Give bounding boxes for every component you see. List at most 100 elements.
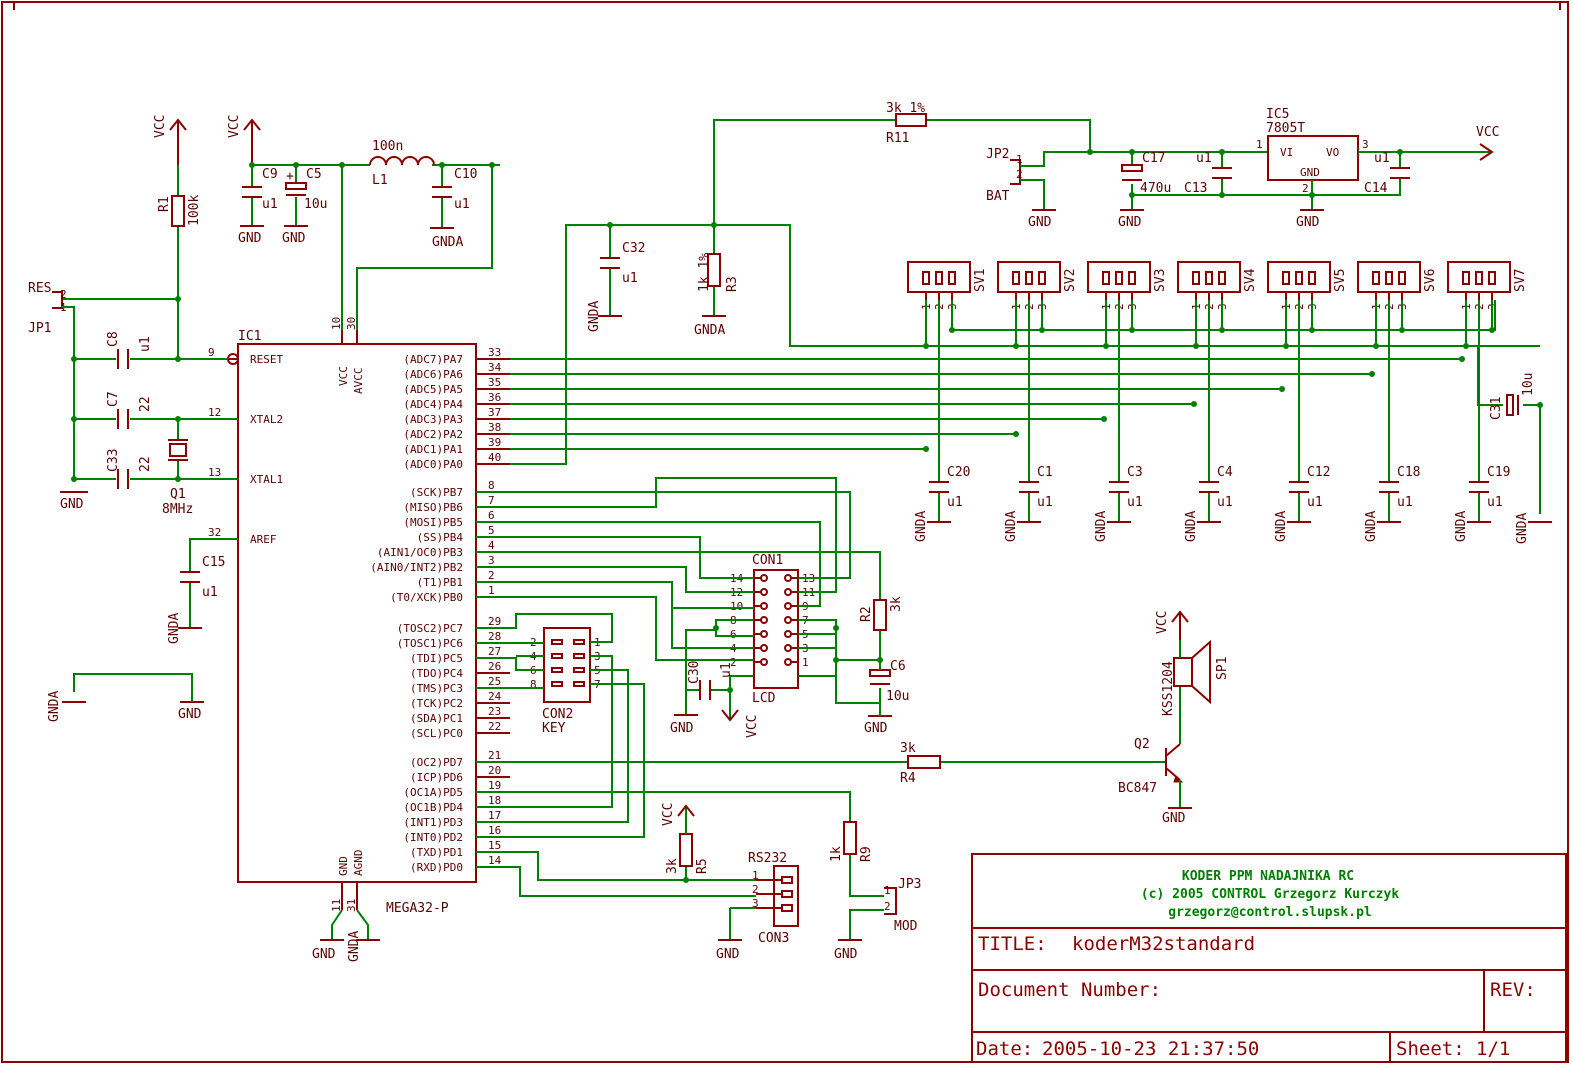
ic1-pin-reset-name: RESET	[250, 353, 283, 366]
title-block-header-3: grzegorz@control.slupsk.pl	[1168, 905, 1372, 920]
ic1-pin-36-name: (ADC4)PA4	[403, 398, 463, 411]
ic1-pin-14-num: 14	[488, 854, 502, 867]
sp1-value: KSS1204	[1161, 661, 1176, 716]
q2-gnd: GND	[1162, 811, 1186, 826]
r5-vcc: VCC	[661, 803, 676, 826]
con1-name: CON1	[752, 553, 783, 568]
con2-pin-8: 8	[530, 678, 537, 691]
c31-capacitor: C31 10u GNDA	[1477, 346, 1552, 544]
r9-value: 1k	[829, 846, 844, 862]
con1-pad	[760, 616, 768, 624]
ic1-gnd-net: GND	[312, 947, 336, 962]
ic1-pin-28-num: 28	[488, 630, 501, 643]
c33-value: 22	[138, 456, 153, 472]
ic1-pin-aref-name: AREF	[250, 533, 277, 546]
c8-value: u1	[138, 336, 153, 352]
q1-value: 8MHz	[162, 502, 193, 517]
c6-value: 10u	[886, 689, 909, 704]
ic1-pin-27-name: (TDI)PC5	[410, 652, 463, 665]
ic1-pin-32-num: 32	[208, 526, 221, 539]
ic1-pin-22-name: (SCL)PC0	[410, 727, 463, 740]
c10-value: u1	[454, 197, 470, 212]
ic1-pin-39-name: (ADC1)PA1	[403, 443, 463, 456]
jp3-gnd: GND	[834, 947, 858, 962]
con3-pin-2: 2	[752, 883, 759, 896]
ic1-pin-24-name: (TCK)PC2	[410, 697, 463, 710]
mod-jumper-section: 1k R9 1 2 JP3 MOD GND	[476, 791, 921, 962]
document-number-label: Document Number:	[978, 979, 1161, 1001]
c6-name: C6	[890, 659, 906, 674]
con3-gnd: GND	[716, 947, 740, 962]
ic1-pin-35-num: 35	[488, 376, 501, 389]
jp3-pin-1: 1	[884, 884, 891, 897]
ic1-pin-23-num: 23	[488, 705, 501, 718]
ic1-pin-33-name: (ADC7)PA7	[403, 353, 463, 366]
c18-gnda: GNDA	[1364, 511, 1379, 542]
r1-value: 100k	[187, 195, 202, 226]
con1-pad	[760, 588, 768, 596]
ic1-pin-11-num: 11	[330, 899, 343, 912]
power-supply-section: JP2 BAT 1 2 GND C17 470u GND u1 C13 IC5 …	[986, 107, 1499, 230]
ic1-pin-31-num: 31	[345, 899, 358, 912]
sp1-vcc: VCC	[1155, 611, 1170, 634]
ic1-pin-25-num: 25	[488, 675, 501, 688]
xtal-gnd: GND	[60, 497, 84, 512]
sp1-name: SP1	[1215, 657, 1230, 680]
rev-label: REV:	[1490, 979, 1536, 1001]
ic1-pin-20-num: 20	[488, 764, 501, 777]
ic1-pin-26-name: (TDO)PC4	[410, 667, 463, 680]
r11-name: R11	[886, 131, 909, 146]
sv1-name: SV1	[973, 269, 988, 292]
ic1-pin-xtal2-name: XTAL2	[250, 413, 283, 426]
c17-value: 470u	[1140, 181, 1171, 196]
ic1-pin-21-num: 21	[488, 749, 501, 762]
con1-pad	[784, 616, 792, 624]
c12-gnda: GNDA	[1274, 511, 1289, 542]
sheet-value: 1/1	[1476, 1038, 1510, 1060]
c30-value: u1	[719, 662, 734, 678]
ic1-pin-26-num: 26	[488, 660, 501, 673]
sv4-name: SV4	[1243, 268, 1258, 292]
ic1-value: MEGA32-P	[386, 901, 449, 916]
bridge-gnd: GND	[178, 707, 202, 722]
ic1-pin-16-num: 16	[488, 824, 501, 837]
r9-name: R9	[859, 846, 874, 862]
ic1-pin-16-name: (INT0)PD2	[403, 831, 463, 844]
sv3-name: SV3	[1153, 269, 1168, 292]
bridge-gnda: GNDA	[47, 691, 62, 722]
con1-pad	[760, 574, 768, 582]
ic1-pin-5-name: (SS)PB4	[417, 531, 464, 544]
ic1-pin-7-num: 7	[488, 494, 495, 507]
r3-name: R3	[725, 276, 740, 292]
ic1-pin-15-name: (TXD)PD1	[410, 846, 463, 859]
c5-gnd: GND	[282, 231, 306, 246]
c20-gnda: GNDA	[914, 511, 929, 542]
c14-name: C14	[1364, 181, 1388, 196]
ic1-pin-19-num: 19	[488, 779, 501, 792]
con3-pin-1: 1	[752, 869, 759, 882]
ic1-right-pins: 33(ADC7)PA734(ADC6)PA635(ADC5)PA536(ADC4…	[370, 346, 510, 874]
ic1-pin-6-name: (MOSI)PB5	[403, 516, 463, 529]
ic5-vo: VO	[1326, 146, 1339, 159]
c13-value: u1	[1196, 151, 1212, 166]
ic1-pin-8-name: (SCK)PB7	[410, 486, 463, 499]
ic1-pin-8-num: 8	[488, 479, 495, 492]
c14-value: u1	[1374, 151, 1390, 166]
c5-name: C5	[306, 167, 322, 182]
ic1-pin-38-name: (ADC2)PA2	[403, 428, 463, 441]
ic1-pin-1-num: 1	[488, 584, 495, 597]
ic1-pin-14-name: (RXD)PD0	[410, 861, 463, 874]
q2-name: Q2	[1134, 737, 1150, 752]
jp2-gnd: GND	[1028, 215, 1052, 230]
vcc-label-r1: VCC	[153, 115, 168, 138]
con3-pins: 123	[752, 869, 793, 912]
con1-pad	[760, 644, 768, 652]
c7-name: C7	[106, 391, 121, 407]
con1-pad	[760, 630, 768, 638]
